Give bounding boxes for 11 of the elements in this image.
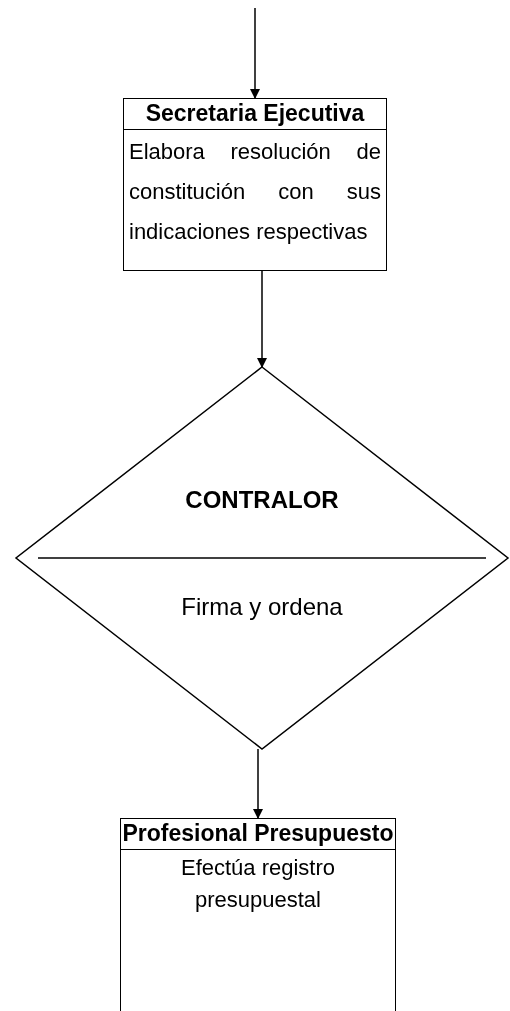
box-text: Efectúa registro presupuestal — [179, 854, 337, 914]
arrow — [250, 7, 260, 99]
box-text: Elabora resolución de constitución con sus indicaciones respectivas — [128, 138, 382, 246]
arrow — [253, 748, 263, 819]
decision-text: Firma y ordena — [181, 593, 343, 621]
process-box — [120, 818, 396, 1011]
decision-title: CONTRALOR — [185, 486, 339, 514]
box-heading: Secretaria Ejecutiva — [124, 99, 386, 130]
process-box — [123, 98, 387, 271]
arrow — [257, 270, 267, 368]
box-heading: Profesional Presupuesto — [121, 819, 395, 850]
